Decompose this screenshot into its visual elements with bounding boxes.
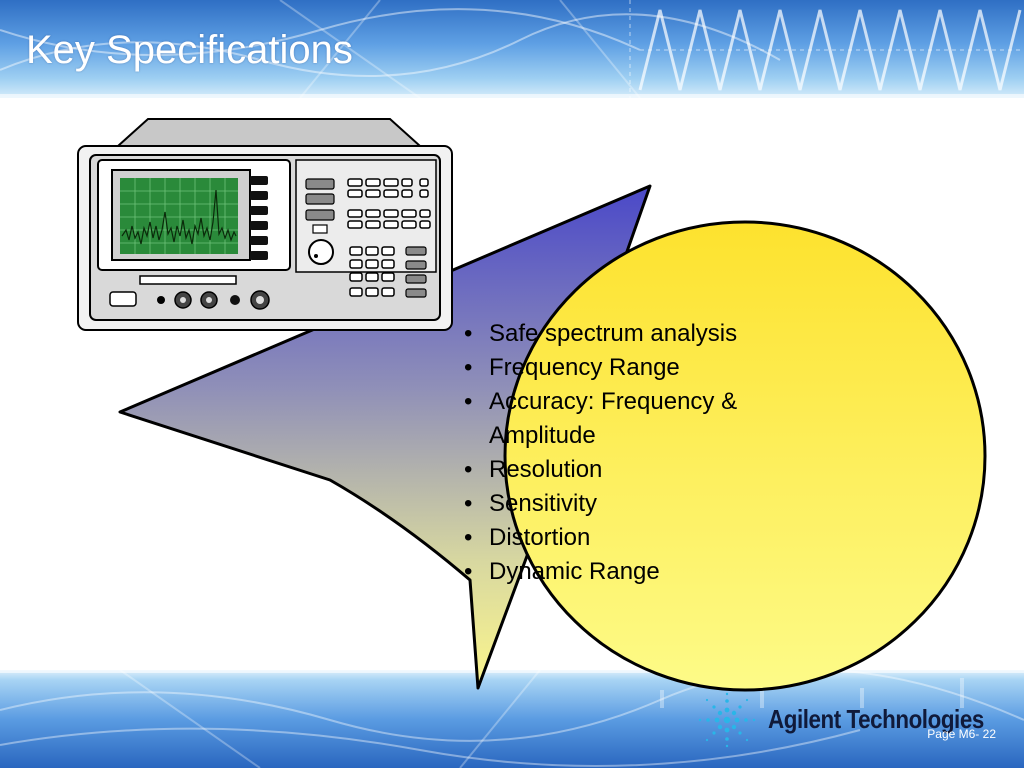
yellow-circle-icon — [503, 220, 987, 692]
footer-band — [0, 670, 1024, 768]
spectrum-analyzer-icon — [77, 118, 453, 331]
spec-item: •Sensitivity — [462, 487, 802, 521]
spec-item: •Dynamic Range — [462, 555, 802, 589]
header-band — [0, 0, 1024, 98]
bullet-icon: • — [464, 354, 473, 381]
bullet-icon: • — [464, 490, 473, 517]
spec-item: •Resolution — [462, 453, 802, 487]
waveform-background-icon — [0, 0, 1024, 98]
bullet-icon: • — [464, 388, 473, 415]
bullet-icon: • — [464, 524, 473, 551]
bullet-icon: • — [464, 320, 473, 347]
company-name: Agilent Technologies — [768, 704, 984, 734]
bullet-icon: • — [464, 558, 473, 585]
bullet-icon: • — [464, 456, 473, 483]
company-logo: Agilent Technologies — [694, 690, 1014, 750]
slide-title: Key Specifications — [26, 28, 353, 72]
spec-item: •Frequency Range — [462, 351, 802, 385]
spec-item: •Distortion — [462, 521, 802, 555]
spec-item: •Accuracy: Frequency & Amplitude — [462, 385, 802, 453]
spec-item: •Safe spectrum analysis — [462, 317, 802, 351]
agilent-spark-icon — [698, 692, 756, 748]
spec-list: •Safe spectrum analysis •Frequency Range… — [462, 317, 802, 589]
page-number: Page M6- 22 — [927, 727, 996, 741]
